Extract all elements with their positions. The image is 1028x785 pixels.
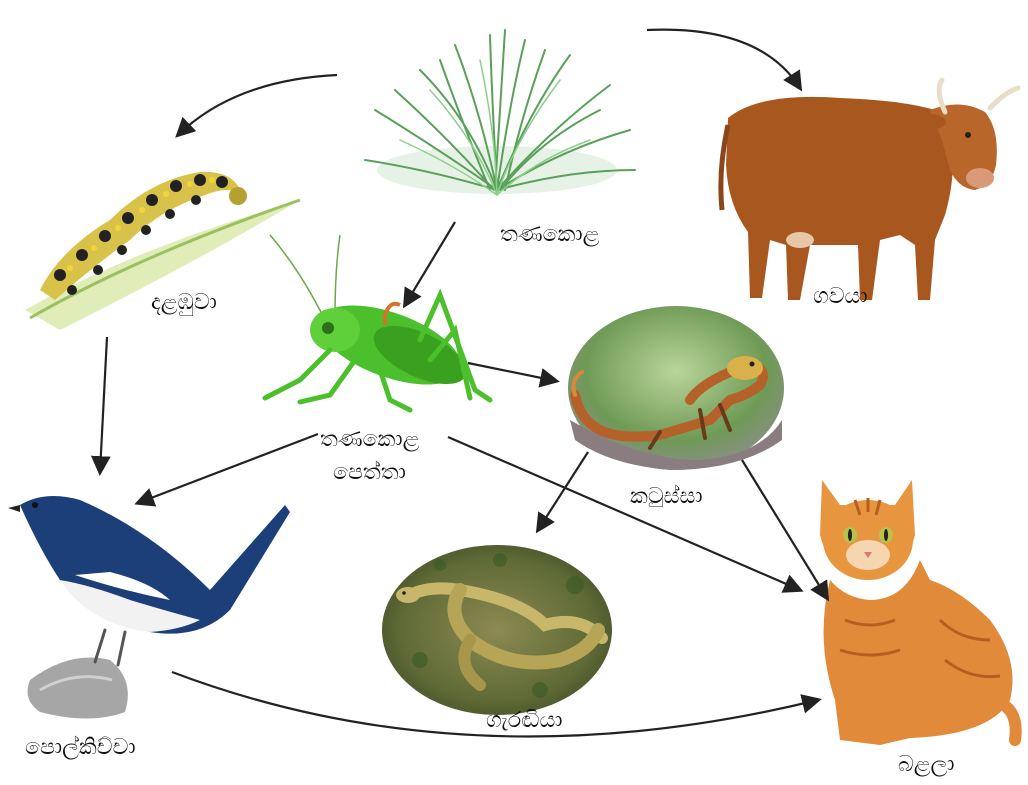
label-caterpillar: දළඹුවා xyxy=(151,288,217,318)
label-grasshopper-line1: තණකොළ xyxy=(320,425,419,455)
arrow-lizard-to-snake xyxy=(538,452,588,530)
grasshopper-icon xyxy=(265,235,490,410)
cow-icon xyxy=(721,80,1018,300)
arrow-lizard-to-cat xyxy=(742,460,827,598)
label-cow: ගවයා xyxy=(813,282,868,312)
label-grasshopper-line2: පෙත්තා xyxy=(333,458,406,488)
label-lizard: කටුස්සා xyxy=(630,482,703,512)
arrow-grass-to-cow xyxy=(647,30,800,88)
label-bird: පොල්කිච්චා xyxy=(25,733,136,763)
magpie-robin-icon xyxy=(8,496,290,719)
cat-icon xyxy=(820,480,1016,745)
label-cat: බළලා xyxy=(898,750,955,780)
label-snake: ගැරඬියා xyxy=(486,706,563,736)
arrow-grass-to-caterpillar xyxy=(178,75,337,135)
grass-icon xyxy=(365,30,635,195)
snake-icon xyxy=(382,545,612,715)
arrow-grasshopper-to-bird xyxy=(138,434,318,503)
label-grass: තණකොළ xyxy=(500,220,599,250)
arrow-caterpillar-to-bird xyxy=(100,337,107,472)
lizard-icon xyxy=(568,306,784,470)
arrow-grasshopper-to-lizard xyxy=(468,363,556,381)
arrow-grass-to-grasshopper xyxy=(405,222,455,305)
